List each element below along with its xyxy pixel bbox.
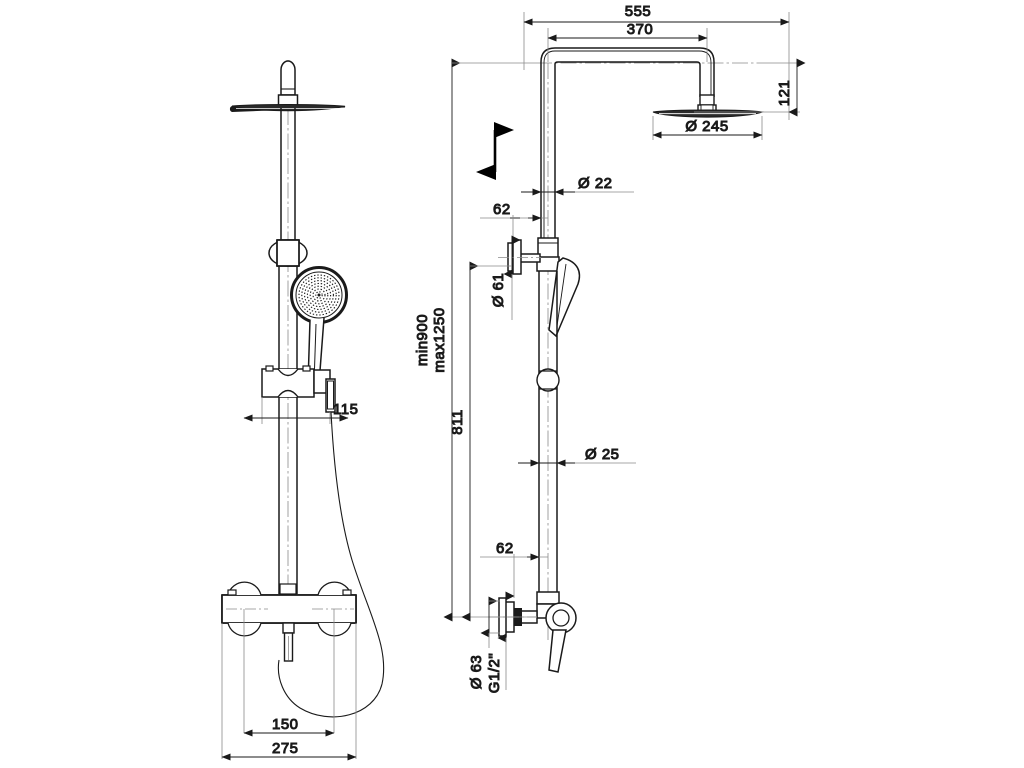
- front-extension-lines: [221, 397, 357, 759]
- dim-arm-length: 370: [547, 21, 708, 42]
- dim-overall-reach: 555: [523, 3, 790, 26]
- dim-d63-label: Ø 63: [468, 655, 485, 690]
- dim-d25-label: Ø 25: [585, 446, 620, 463]
- side-shower-arm: [540, 47, 715, 240]
- dim-head-drop: 121: [776, 58, 806, 117]
- front-hand-shower-handle: [307, 317, 325, 385]
- spray-face-rings: [298, 274, 340, 316]
- dim-valve-flange-diameter: Ø 63: [468, 596, 500, 690]
- dim-62-lower-label: 62: [496, 540, 514, 557]
- side-view: 555 370 121 Ø 245 Ø 22: [414, 3, 806, 694]
- dim-riser-lower-diameter: Ø 25: [518, 446, 636, 467]
- dim-min900-label: min900: [414, 314, 431, 366]
- dim-370-label: 370: [627, 21, 654, 38]
- dim-275-label: 275: [272, 740, 299, 757]
- side-riser-lower: [538, 271, 558, 594]
- front-hose-outlet-spigot: [282, 622, 295, 662]
- front-top-nozzle: [280, 60, 296, 96]
- dim-head-diameter: Ø 245: [652, 118, 763, 139]
- dim-inlet-thread: G1/2": [486, 591, 515, 694]
- dim-valve-body-width: 275: [221, 740, 357, 761]
- dim-115-label: 115: [333, 401, 358, 418]
- front-holder-bracket: [261, 365, 336, 413]
- side-head-connector: [697, 94, 717, 113]
- dim-555-label: 555: [625, 3, 652, 20]
- dim-d22-label: Ø 22: [578, 175, 613, 192]
- dim-adjustable-height: min900 max1250: [414, 58, 536, 622]
- side-hose-guide-ring: [536, 368, 560, 392]
- dim-handshower-offset: 115: [243, 401, 358, 422]
- dim-max1250-label: max1250: [431, 307, 448, 372]
- dim-valve-centers: 150: [243, 716, 335, 737]
- dim-121-label: 121: [776, 80, 793, 107]
- dim-g12-label: G1/2": [486, 653, 503, 693]
- front-view: 115 150 275: [221, 60, 385, 761]
- front-riser-lower: [278, 266, 298, 595]
- dim-d61-label: Ø 61: [490, 273, 507, 308]
- dim-riser-upper-diameter: Ø 22: [521, 175, 634, 196]
- front-overhead-shower-head: [229, 104, 346, 112]
- dim-bracket-offset-lower: 62: [480, 540, 548, 598]
- front-telescopic-joint: [268, 239, 308, 267]
- side-holder-housing: [536, 237, 560, 272]
- dim-holder-diameter: Ø 61: [490, 235, 521, 320]
- front-hand-shower-head: [290, 266, 348, 324]
- dim-62-upper-label: 62: [493, 201, 511, 218]
- front-flexible-hose: [277, 411, 385, 718]
- front-riser-upper: [280, 108, 296, 243]
- dim-150-label: 150: [272, 716, 299, 733]
- dim-bracket-offset-upper: 62: [480, 201, 548, 238]
- dim-245-label: Ø 245: [685, 118, 728, 135]
